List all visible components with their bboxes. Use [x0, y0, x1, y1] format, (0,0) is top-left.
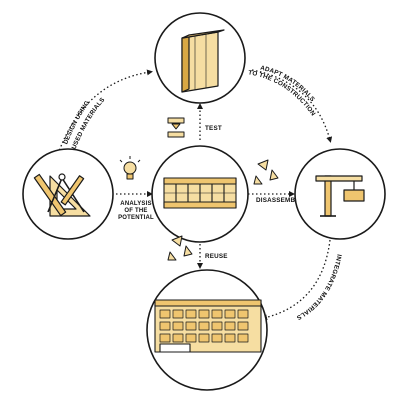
arrow-construction-to-building — [261, 239, 331, 321]
label-reuse: REUSE — [205, 253, 228, 260]
label-adapt-materials: ADAPT MATERIALS — [259, 64, 315, 103]
recycle-arrows-icon — [253, 159, 279, 185]
arrow-test-to-construction — [251, 69, 333, 143]
timber-frame-icon — [163, 177, 237, 209]
construction-crane-icon — [315, 175, 365, 217]
label-test: TEST — [205, 125, 222, 132]
arrow-design-to-test — [57, 69, 153, 155]
label-disassemble: DISASSEMBLE — [256, 197, 304, 204]
drafting-tools-icon — [33, 173, 91, 217]
label-analysis-2: OF THE — [124, 208, 147, 214]
lightbulb-icon — [119, 156, 141, 180]
building-facade-icon — [154, 299, 262, 353]
press-icon — [167, 117, 185, 138]
label-integrate-materials: INTEGRATE MATERIALS — [295, 254, 342, 321]
wooden-panel-icon — [181, 29, 225, 93]
label-analysis-1: ANALYSIS — [120, 201, 151, 207]
recycle-arrows-icon — [167, 235, 193, 261]
label-analysis-3: POTENTIAL — [118, 215, 154, 221]
node-construction-circle — [294, 148, 386, 240]
